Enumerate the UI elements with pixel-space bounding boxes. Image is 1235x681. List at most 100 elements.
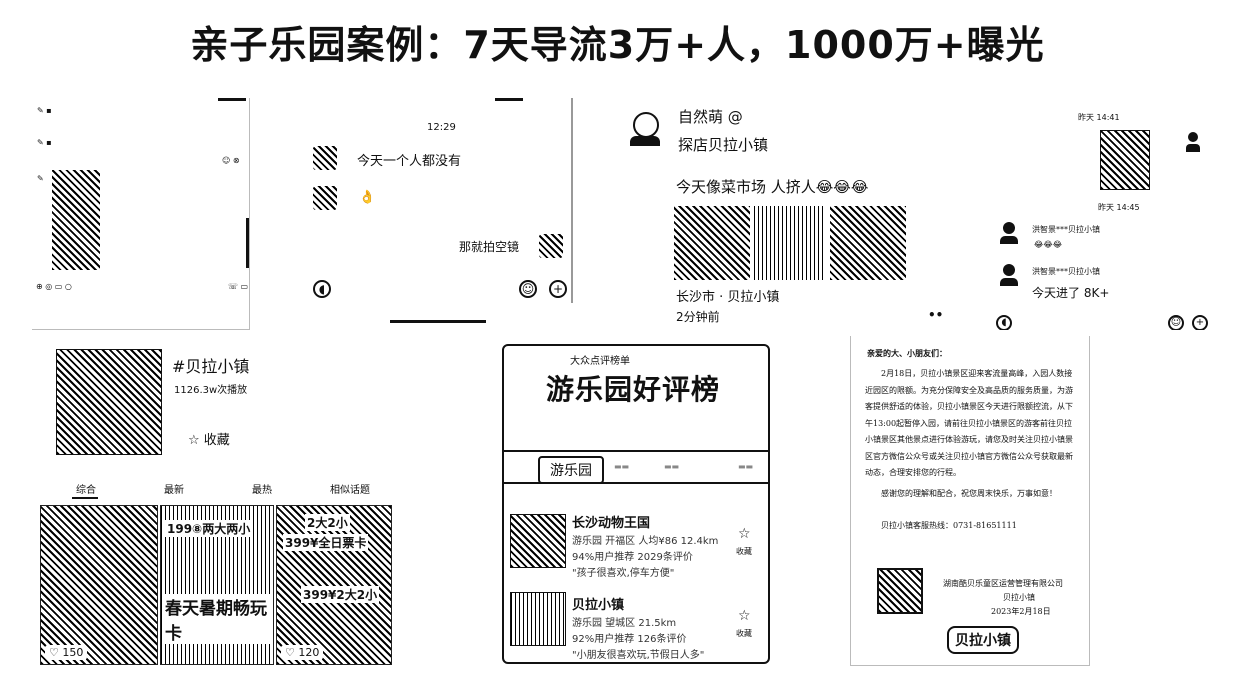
notice-company: 湖南酷贝乐童区运营管理有限公司 bbox=[943, 579, 1063, 588]
poi-meta: 游乐园 望城区 21.5km bbox=[572, 618, 677, 629]
notice-panel: 亲爱的大、小朋友们： 2月18日，贝拉小镇景区迎来客流量高峰，入园人数接近园区的… bbox=[850, 336, 1090, 666]
post-text: 今天像菜市场 人挤人😂😂😂 bbox=[676, 178, 869, 196]
tab-all[interactable]: 综合 bbox=[76, 485, 96, 496]
avatar[interactable] bbox=[1000, 264, 1018, 286]
post-image[interactable] bbox=[674, 206, 750, 280]
like-count: ♡ 150 bbox=[45, 645, 88, 660]
chat-time: 昨天 14:41 bbox=[1078, 113, 1120, 122]
poi-image[interactable] bbox=[510, 592, 566, 646]
moments-post: 自然萌 @ 探店贝拉小镇 今天像菜市场 人挤人😂😂😂 长沙市 · 贝拉小镇 2分… bbox=[622, 100, 990, 325]
call-icon[interactable]: ☏ ▭ bbox=[228, 282, 249, 291]
video-caption: 399¥2大2小 bbox=[301, 586, 380, 603]
tab-latest[interactable]: 最新 bbox=[164, 485, 184, 496]
topic-name: #贝拉小镇 bbox=[172, 357, 250, 376]
shared-image[interactable] bbox=[1100, 130, 1150, 190]
post-location[interactable]: 长沙市 · 贝拉小镇 bbox=[676, 290, 780, 305]
avatar[interactable] bbox=[630, 112, 660, 146]
notice-hotline: 贝拉小镇客服热线：0731-81651111 bbox=[881, 521, 1017, 530]
video-caption: 199⑧两大两小 bbox=[165, 520, 253, 537]
poi-recommend: 94%用户推荐 2029条评价 bbox=[572, 552, 693, 563]
topic-panel: #贝拉小镇 1126.3w次播放 ☆ 收藏 综合 最新 最热 相似话题 ♡ 15… bbox=[40, 345, 392, 667]
qr-code[interactable] bbox=[877, 568, 923, 614]
tab-other[interactable]: ▬▬ bbox=[738, 462, 754, 471]
tab-indicator bbox=[72, 497, 98, 499]
poi-recommend: 92%用户推荐 126条评价 bbox=[572, 634, 687, 645]
notice-greeting: 亲爱的大、小朋友们： bbox=[867, 348, 947, 358]
emoji-row: 😂😂😂 bbox=[1034, 240, 1063, 249]
video-thumbnail[interactable]: 2大2小 399¥全日票卡 399¥2大2小 ♡ 120 bbox=[276, 505, 392, 665]
avatar[interactable] bbox=[313, 186, 337, 210]
chat-message: 今天一个人都没有 bbox=[357, 154, 462, 169]
tab-amusement-park[interactable]: 游乐园 bbox=[538, 456, 604, 484]
ranking-panel: 大众点评榜单 游乐园好评榜 游乐园 ▬▬ ▬▬ ▬▬ 长沙动物王国 游乐园 开福… bbox=[502, 344, 770, 664]
plus-icon[interactable]: + bbox=[1192, 310, 1208, 330]
post-image[interactable] bbox=[754, 206, 826, 280]
chat-time: 12:29 bbox=[427, 122, 456, 133]
star-icon[interactable]: ☆ bbox=[738, 526, 751, 542]
star-icon[interactable]: ☆ bbox=[738, 608, 751, 624]
ranking-header: 大众点评榜单 bbox=[570, 356, 630, 367]
emoji-icon[interactable]: ☺ ⊗ bbox=[222, 156, 240, 165]
save-label[interactable]: 收藏 bbox=[736, 629, 752, 638]
tab-other[interactable]: ▬▬ bbox=[664, 462, 680, 471]
chat-time: 昨天 14:45 bbox=[1098, 203, 1140, 212]
poi-name[interactable]: 长沙动物王国 bbox=[572, 516, 651, 531]
avatar[interactable] bbox=[1186, 132, 1200, 154]
post-subtitle: 探店贝拉小镇 bbox=[678, 136, 769, 154]
ranking-tabs: 游乐园 ▬▬ ▬▬ ▬▬ bbox=[504, 450, 768, 484]
notice-date: 2023年2月18日 bbox=[991, 607, 1051, 616]
emoji-icon[interactable]: ☺ bbox=[1168, 310, 1184, 330]
like-count: ♡ 120 bbox=[281, 645, 324, 660]
voice-icon[interactable]: ◖ bbox=[996, 310, 1012, 330]
ranking-title: 游乐园好评榜 bbox=[546, 373, 721, 406]
notice-org: 贝拉小镇 bbox=[1003, 593, 1035, 602]
video-caption: 399¥全日票卡 bbox=[283, 534, 369, 551]
avatar[interactable] bbox=[539, 234, 563, 258]
topic-plays: 1126.3w次播放 bbox=[174, 385, 248, 396]
post-author[interactable]: 自然萌 @ bbox=[678, 108, 743, 126]
sender-name: 洪智景***贝拉小镇 bbox=[1032, 267, 1100, 276]
sender-name: 洪智景***贝拉小镇 bbox=[1032, 225, 1100, 234]
collect-button[interactable]: ☆ 收藏 bbox=[188, 433, 230, 448]
voice-icon[interactable]: ◖ bbox=[313, 278, 331, 298]
chat-panel: 12:29 今天一个人都没有 👌 那就拍空镜 ◖ ☺ + bbox=[305, 98, 573, 303]
video-caption: 春天暑期畅玩卡 bbox=[163, 594, 273, 644]
poi-name[interactable]: 贝拉小镇 bbox=[572, 598, 625, 613]
tab-other[interactable]: ▬▬ bbox=[614, 462, 630, 471]
post-image[interactable] bbox=[830, 206, 906, 280]
poi-quote: "孩子很喜欢,停车方便" bbox=[572, 568, 675, 579]
topic-cover[interactable] bbox=[56, 349, 162, 455]
scrollbar[interactable] bbox=[246, 218, 249, 268]
contact-icon: ✎ ▪ bbox=[37, 106, 52, 115]
contact-icon: ✎ bbox=[37, 174, 44, 183]
photo-thumbnail[interactable] bbox=[52, 170, 100, 270]
tab-related[interactable]: 相似话题 bbox=[330, 485, 370, 496]
divider bbox=[390, 320, 486, 323]
contact-icon: ✎ ▪ bbox=[37, 138, 52, 147]
avatar[interactable] bbox=[1000, 222, 1018, 244]
chat-message: 👌 bbox=[359, 190, 376, 205]
notice-body: 2月18日，贝拉小镇景区迎来客流量高峰，入园人数接近园区的限额。为充分保障安全及… bbox=[865, 369, 1073, 477]
tab-hottest[interactable]: 最热 bbox=[252, 485, 272, 496]
brand-logo: 贝拉小镇 bbox=[947, 626, 1019, 654]
poi-image[interactable] bbox=[510, 514, 566, 568]
plus-icon[interactable]: + bbox=[549, 278, 567, 298]
video-thumbnail[interactable]: ♡ 150 bbox=[40, 505, 158, 665]
poi-quote: "小朋友很喜欢玩,节假日人多" bbox=[572, 650, 705, 661]
notice-thanks: 感谢您的理解和配合，祝您周末快乐，万事如意！ bbox=[881, 489, 1057, 498]
page-title: 亲子乐园案例：7天导流3万+人，1000万+曝光 bbox=[190, 23, 1045, 67]
video-caption: 2大2小 bbox=[305, 514, 350, 531]
poi-meta: 游乐园 开福区 人均¥86 12.4km bbox=[572, 536, 719, 547]
toolbar-icons[interactable]: ⊕ ◎ ▭ ○ bbox=[36, 282, 72, 291]
avatar[interactable] bbox=[313, 146, 337, 170]
emoji-icon[interactable]: ☺ bbox=[519, 278, 537, 298]
post-time: 2分钟前 bbox=[676, 310, 720, 324]
video-thumbnail[interactable]: 199⑧两大两小 春天暑期畅玩卡 bbox=[160, 505, 274, 665]
group-chat-panel: 昨天 14:41 昨天 14:45 洪智景***贝拉小镇 😂😂😂 洪智景***贝… bbox=[992, 104, 1216, 330]
chat-message: 今天进了 8K+ bbox=[1032, 286, 1110, 300]
divider bbox=[218, 98, 246, 101]
save-label[interactable]: 收藏 bbox=[736, 547, 752, 556]
more-icon[interactable]: •• bbox=[928, 308, 944, 322]
album-panel: ✎ ▪ ✎ ▪ ✎ ☺ ⊗ ⊕ ◎ ▭ ○ ☏ ▭ bbox=[32, 98, 250, 330]
chat-message: 那就拍空镜 bbox=[459, 240, 520, 254]
